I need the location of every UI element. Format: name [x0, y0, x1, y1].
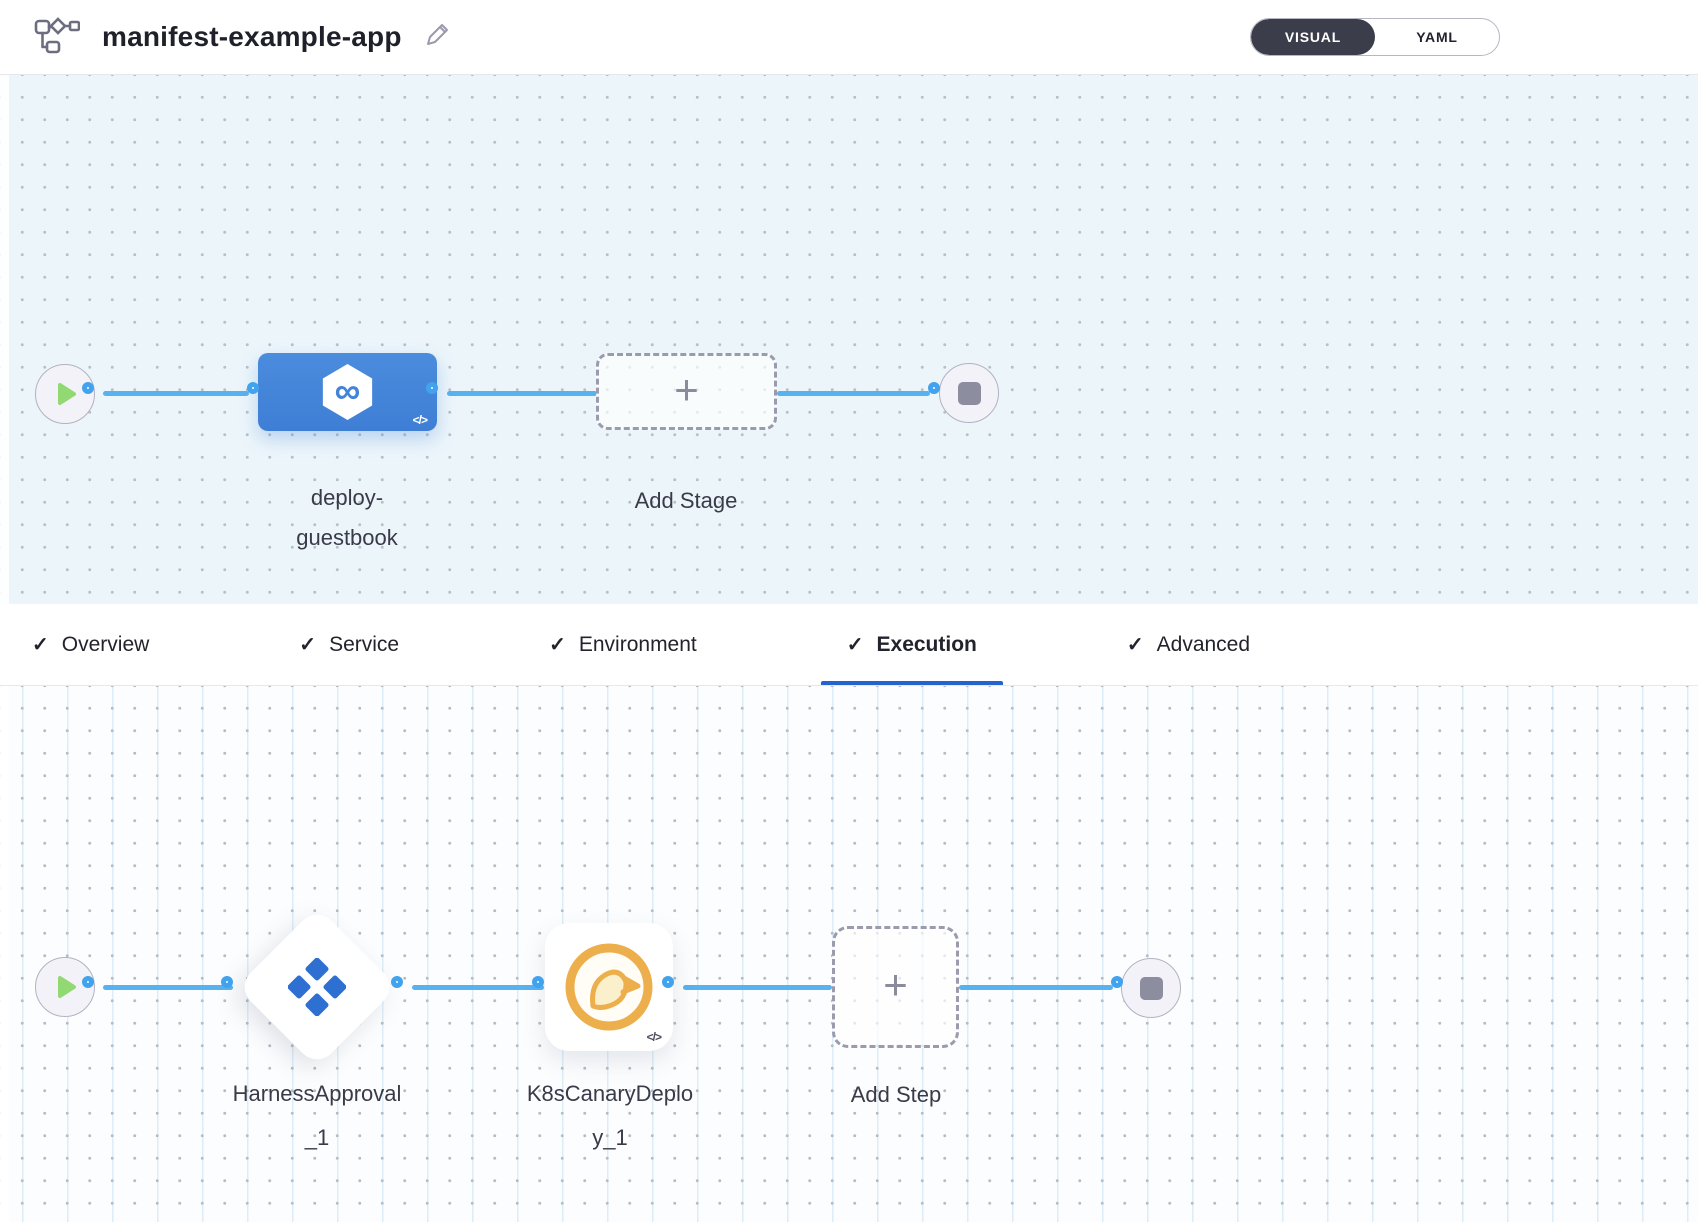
visual-mode-button[interactable]: VISUAL: [1251, 19, 1375, 55]
connector-dot: [928, 382, 940, 394]
execution-end-node: [1121, 958, 1181, 1018]
connector-line: [103, 985, 233, 990]
tab-label: Advanced: [1156, 632, 1251, 656]
connector-line: [959, 985, 1113, 990]
pipeline-icon: [34, 16, 81, 59]
check-icon: ✓: [32, 634, 49, 656]
canvas-left-gutter: [0, 686, 9, 1222]
check-icon: ✓: [299, 634, 317, 656]
connector-dot: [247, 382, 259, 394]
tab-overview[interactable]: ✓ Overview: [6, 604, 175, 685]
connector-dot: [1111, 976, 1123, 988]
code-view-badge: </>: [412, 413, 428, 427]
yaml-mode-button[interactable]: YAML: [1375, 19, 1499, 55]
plus-icon: +: [883, 961, 908, 1008]
tab-label: Service: [329, 632, 400, 656]
connector-dot: [82, 976, 94, 988]
stage-graph-canvas[interactable]: ∞ </> + deploy-guestbook Add Stage: [0, 75, 1698, 604]
check-icon: ✓: [549, 634, 566, 656]
step-node-k8s-canary-deploy[interactable]: </>: [545, 923, 673, 1051]
stop-icon: [1139, 976, 1163, 1000]
stage-config-tabs: ✓ Overview ✓ Service ✓ Environment ✓ Exe…: [0, 604, 1698, 686]
tab-label: Execution: [876, 632, 977, 656]
plus-icon: +: [674, 365, 699, 413]
add-stage-label: Add Stage: [634, 488, 738, 513]
execution-graph-canvas[interactable]: </> + HarnessApproval_1 K8sCanaryDeploy_…: [0, 686, 1698, 1222]
pipeline-start-node: [35, 364, 95, 424]
approval-diamond-icon: [288, 958, 346, 1016]
step-label: HarnessApproval_1: [232, 1081, 402, 1150]
tab-advanced[interactable]: ✓ Advanced: [1101, 604, 1276, 685]
canvas-left-gutter: [0, 75, 9, 604]
canary-bird-icon: [565, 943, 653, 1031]
stage-node-deploy-guestbook[interactable]: ∞ </>: [258, 353, 437, 431]
play-icon: [58, 383, 76, 405]
code-view-badge: </>: [646, 1030, 662, 1044]
visual-yaml-toggle: VISUAL YAML: [1250, 18, 1500, 56]
pipeline-title: manifest-example-app: [102, 21, 402, 52]
tab-service[interactable]: ✓ Service: [273, 604, 425, 685]
add-stage-button[interactable]: +: [596, 353, 777, 430]
pipeline-end-node: [939, 363, 999, 423]
connector-line: [683, 985, 832, 990]
tab-label: Environment: [578, 632, 697, 656]
check-icon: ✓: [846, 634, 864, 656]
stage-label: deploy-guestbook: [296, 485, 398, 550]
connector-dot: [82, 382, 94, 394]
connector-dot: [391, 976, 403, 988]
add-step-label: Add Step: [850, 1082, 942, 1107]
tab-environment[interactable]: ✓ Environment: [523, 604, 723, 685]
connector-dot: [532, 976, 544, 988]
connector-line: [777, 391, 930, 396]
connector-line: [447, 391, 597, 396]
step-node-harness-approval[interactable]: [236, 906, 398, 1068]
add-step-button[interactable]: +: [832, 926, 959, 1048]
connector-line: [103, 391, 249, 396]
play-icon: [58, 976, 76, 998]
step-label: K8sCanaryDeploy_1: [526, 1081, 694, 1150]
check-icon: ✓: [1126, 634, 1144, 656]
connector-line: [412, 985, 544, 990]
edit-pencil-icon[interactable]: [422, 20, 452, 55]
connector-dot: [221, 976, 233, 988]
tab-label: Overview: [61, 632, 150, 656]
harness-cd-hexagon-icon: ∞: [322, 364, 373, 420]
connector-dot: [662, 976, 674, 988]
pipeline-header: manifest-example-app VISUAL YAML: [0, 0, 1698, 75]
stop-icon: [957, 381, 981, 405]
tab-execution[interactable]: ✓ Execution: [820, 604, 1004, 685]
connector-dot: [426, 382, 438, 394]
